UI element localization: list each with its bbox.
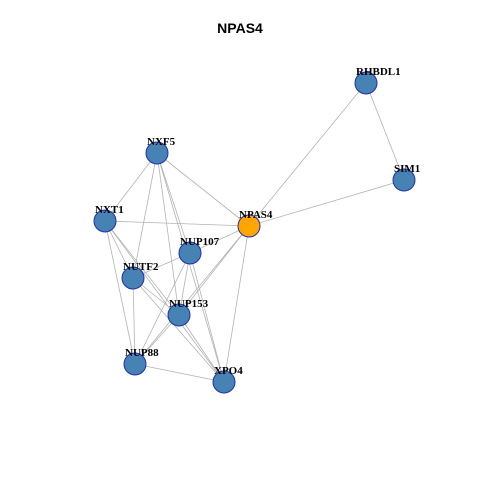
node-label-rhbdl1: RHBDL1 (356, 66, 401, 78)
edge-nup107-nup88 (134, 252, 191, 365)
node-label-npas4: NPAS4 (239, 209, 273, 221)
node-label-nutf2: NUTF2 (123, 261, 159, 273)
edge-nup153-xpo4 (178, 314, 225, 383)
node-label-nxt1: NXT1 (95, 204, 124, 216)
edge-nxf5-npas4 (156, 152, 250, 227)
edge-sim1-npas4 (248, 179, 405, 227)
edge-rhbdl1-sim1 (365, 82, 405, 181)
node-nutf2[interactable] (121, 266, 145, 290)
edge-nutf2-nup88 (132, 277, 136, 365)
edge-rhbdl1-npas4 (248, 82, 367, 227)
edge-nup107-xpo4 (189, 252, 225, 383)
edge-npas4-nup153 (178, 225, 250, 316)
edge-nxf5-nup107 (156, 152, 191, 254)
node-label-nxf5: NXF5 (147, 136, 176, 148)
node-nxf5[interactable] (145, 141, 169, 165)
node-sim1[interactable] (392, 168, 416, 192)
node-nup153[interactable] (167, 303, 191, 327)
edge-nxt1-nup88 (104, 220, 136, 365)
node-label-nup107: NUP107 (180, 236, 220, 248)
edge-nxf5-nxt1 (104, 152, 158, 222)
edge-npas4-nup88 (134, 225, 250, 365)
edge-npas4-xpo4 (223, 225, 250, 383)
graph-title: NPAS4 (217, 20, 263, 36)
edge-nxf5-nutf2 (132, 152, 158, 279)
node-rhbdl1[interactable] (354, 71, 378, 95)
nodes-layer (93, 71, 416, 394)
node-npas4[interactable] (237, 214, 261, 238)
node-nxt1[interactable] (93, 209, 117, 233)
node-xpo4[interactable] (212, 370, 236, 394)
edge-nutf2-xpo4 (132, 277, 225, 383)
node-label-nup153: NUP153 (169, 298, 209, 310)
node-label-sim1: SIM1 (394, 163, 420, 175)
node-nup107[interactable] (178, 241, 202, 265)
node-label-nup88: NUP88 (125, 347, 159, 359)
edge-nxf5-xpo4 (156, 152, 225, 383)
edge-nxt1-npas4 (104, 220, 250, 227)
node-label-xpo4: XPO4 (214, 365, 243, 377)
edge-nxf5-nup153 (156, 152, 180, 316)
node-nup88[interactable] (123, 352, 147, 376)
edge-nxt1-xpo4 (104, 220, 225, 383)
edge-nup88-xpo4 (134, 363, 225, 383)
